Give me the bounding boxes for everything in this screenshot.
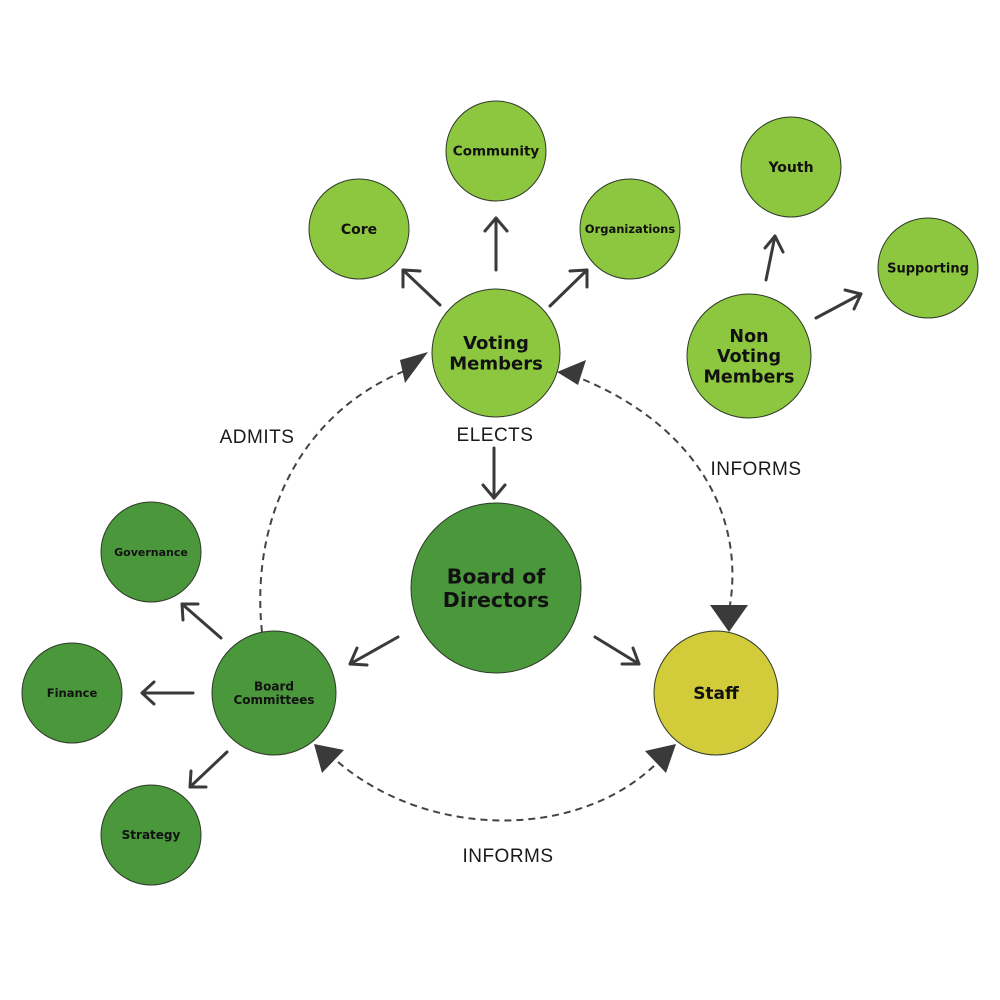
node-board-of-directors-circle [410, 502, 582, 674]
node-governance-circle [100, 501, 202, 603]
node-non-voting-members-label: Non [729, 327, 768, 347]
arrow-nonvoting-to-youth [763, 234, 785, 282]
informs-committees-staff-dashed-arc [337, 761, 659, 822]
node-supporting-label: Supporting [887, 262, 969, 277]
node-supporting-circle [877, 217, 979, 319]
admits-dashed-arc [259, 367, 413, 633]
node-finance-label: Finance [47, 686, 98, 700]
node-youth-circle [740, 116, 842, 218]
informs-committees-staff-arrowhead-right [645, 744, 676, 773]
node-board-committees-label: Board [254, 679, 294, 693]
node-organizations-circle [579, 178, 681, 280]
arrow-voting-to-organizations [548, 268, 589, 308]
node-voting-members-circle [431, 288, 561, 418]
edge-label-informs-members-staff: INFORMS [710, 459, 801, 480]
arrow-voting-to-core [401, 268, 442, 307]
edge-label-informs-committees-staff: INFORMS [462, 846, 553, 867]
node-supporting: Supporting [877, 217, 979, 319]
node-voting-members-label: Voting [463, 333, 529, 354]
informs-members-staff-dashed-arc [571, 374, 734, 606]
informs-members-staff-arrowhead-top [557, 360, 586, 385]
node-board-of-directors-label: Board of [447, 564, 547, 588]
arrow-committees-to-governance [180, 602, 223, 640]
arrow-committees-to-strategy [188, 750, 229, 789]
arrow-board-to-committees [348, 635, 400, 667]
arrow-nonvoting-to-supporting [814, 288, 863, 320]
node-strategy-circle [100, 784, 202, 886]
node-core-circle [308, 178, 410, 280]
node-staff-circle [653, 630, 779, 756]
node-community-circle [445, 100, 547, 202]
node-organizations: Organizations [579, 178, 681, 280]
node-voting-members-label: Members [449, 354, 543, 375]
arrow-committees-to-finance [140, 680, 195, 706]
node-community: Community [445, 100, 547, 202]
node-youth-label: Youth [767, 160, 813, 176]
node-strategy-label: Strategy [122, 828, 181, 842]
informs-members-staff-arrowhead-bottom [710, 605, 748, 632]
node-organizations-label: Organizations [585, 222, 676, 236]
node-community-label: Community [453, 144, 540, 160]
node-governance: Governance [100, 501, 202, 603]
node-board-committees-circle [211, 630, 337, 756]
node-finance: Finance [21, 642, 123, 744]
node-non-voting-members-circle [686, 293, 812, 419]
edge-label-elects: ELECTS [457, 425, 534, 446]
node-strategy: Strategy [100, 784, 202, 886]
arrow-voting-to-community [483, 216, 509, 272]
arrow-board-to-staff [593, 635, 641, 666]
node-staff: Staff [653, 630, 779, 756]
node-board-committees-label: Committees [233, 693, 314, 707]
node-non-voting-members-label: Voting [717, 347, 781, 367]
node-youth: Youth [740, 116, 842, 218]
admits-arrowhead [400, 352, 428, 383]
node-governance-label: Governance [114, 546, 188, 559]
node-finance-circle [21, 642, 123, 744]
node-core: Core [308, 178, 410, 280]
node-non-voting-members-label: Members [704, 367, 795, 387]
node-core-label: Core [341, 222, 377, 238]
arrow-elects [481, 446, 507, 500]
edge-label-admits: ADMITS [220, 427, 295, 448]
node-staff-label: Staff [693, 684, 739, 704]
node-board-of-directors-label: Directors [443, 588, 549, 612]
informs-committees-staff-arrowhead-left [314, 744, 344, 773]
